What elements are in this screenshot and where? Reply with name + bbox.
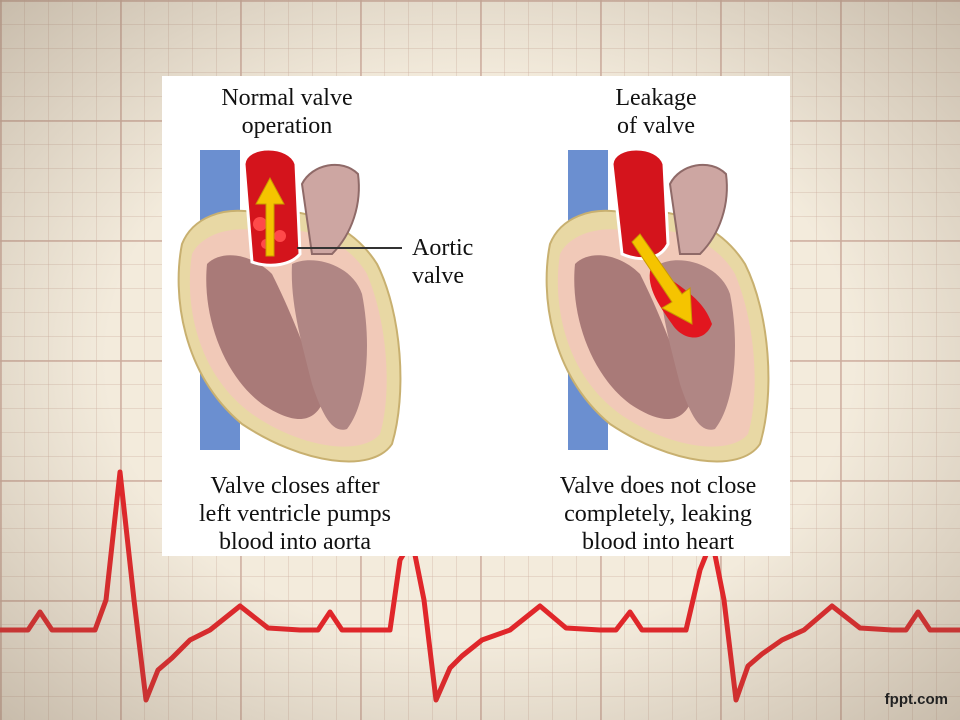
leakage-caption: Valve does not close completely, leaking…: [538, 472, 778, 556]
caption-line: Valve closes after: [210, 473, 380, 499]
footer-brand: fppt.com: [884, 691, 948, 708]
blood-cell: [253, 217, 267, 231]
flow-arrow-up: [255, 176, 285, 257]
title-line: operation: [241, 113, 333, 139]
normal-valve-caption: Valve closes after left ventricle pumps …: [172, 472, 418, 556]
caption-line: blood into aorta: [219, 529, 371, 555]
left-chamber: [574, 255, 690, 419]
leakage-title: Leakage of valve: [566, 84, 746, 140]
left-chamber: [206, 255, 322, 419]
label-line: valve: [412, 263, 464, 289]
title-line: Leakage: [615, 85, 697, 111]
caption-line: blood into heart: [582, 529, 734, 555]
flow-arrow-down: [631, 233, 693, 325]
caption-line: completely, leaking: [564, 501, 752, 527]
heart-illustration-leaking: [545, 147, 770, 463]
normal-valve-title: Normal valve operation: [182, 84, 392, 140]
aortic-valve-label: Aortic valve: [412, 234, 502, 290]
pulmonary-artery: [300, 164, 360, 255]
title-line: Normal valve: [221, 85, 353, 111]
heart-illustration-normal: [177, 147, 402, 463]
valve-illustration-panel: Normal valve operation Leakage of valve …: [162, 76, 790, 556]
label-line: Aortic: [412, 235, 474, 261]
title-line: of valve: [617, 113, 695, 139]
pulmonary-artery: [668, 164, 728, 255]
blood-cell: [274, 230, 286, 242]
caption-line: left ventricle pumps: [199, 501, 391, 527]
caption-line: Valve does not close: [559, 473, 757, 499]
aorta: [610, 147, 670, 261]
right-chamber: [291, 260, 367, 430]
